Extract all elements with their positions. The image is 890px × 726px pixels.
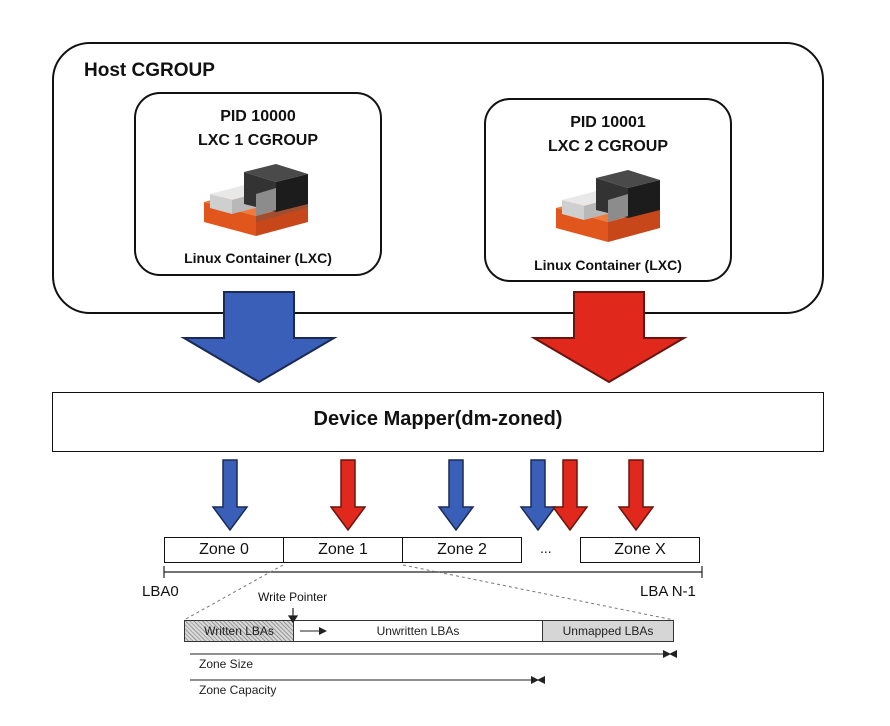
zone-1: Zone 1 (283, 537, 403, 563)
host-cgroup-title: Host CGROUP (84, 60, 215, 81)
lxc2-cube-icon (556, 170, 660, 242)
lxc2-cgroup-name: LXC 2 CGROUP (547, 138, 668, 155)
lxc2-pid: PID 10001 (570, 114, 646, 131)
zonex-blue-arrow (519, 459, 557, 532)
zone-zoom-guides (183, 564, 675, 621)
written-lbas-segment: Written LBAs (184, 620, 294, 642)
lba-end-label: LBA N-1 (640, 583, 696, 600)
lxc2-container-label: Linux Container (LXC) (534, 257, 682, 273)
device-mapper-label: Device Mapper(dm-zoned) (313, 408, 563, 430)
lxc1-container-label: Linux Container (LXC) (184, 250, 332, 266)
unmapped-lbas-segment: Unmapped LBAs (542, 620, 674, 642)
device-mapper-box (52, 392, 824, 452)
lba-range-line (163, 566, 703, 578)
zone2-blue-arrow (437, 459, 475, 532)
zone-size-label: Zone Size (199, 657, 254, 671)
lxc1-cube-icon (204, 164, 308, 236)
lba-start-label: LBA0 (142, 583, 179, 600)
write-pointer-marker (287, 608, 299, 624)
lxc1-cgroup-name: LXC 1 CGROUP (197, 132, 318, 149)
lxc1-pid: PID 10000 (220, 108, 296, 125)
zonex-red-arrow-1 (551, 459, 589, 532)
lxc1-io-arrow (180, 291, 338, 384)
zone-x: Zone X (580, 537, 700, 563)
zone-ellipsis: ... (540, 540, 552, 556)
write-pointer-label: Write Pointer (258, 590, 328, 604)
unwritten-lbas-segment: Unwritten LBAs (293, 620, 543, 642)
zone0-blue-arrow (211, 459, 249, 532)
zone-capacity-label: Zone Capacity (199, 683, 277, 697)
zonex-red-arrow-2 (617, 459, 655, 532)
lxc2-io-arrow (530, 291, 688, 384)
zone-2: Zone 2 (402, 537, 522, 563)
zone1-red-arrow (329, 459, 367, 532)
lxc1-cgroup-box (134, 92, 382, 276)
zone-0: Zone 0 (164, 537, 284, 563)
